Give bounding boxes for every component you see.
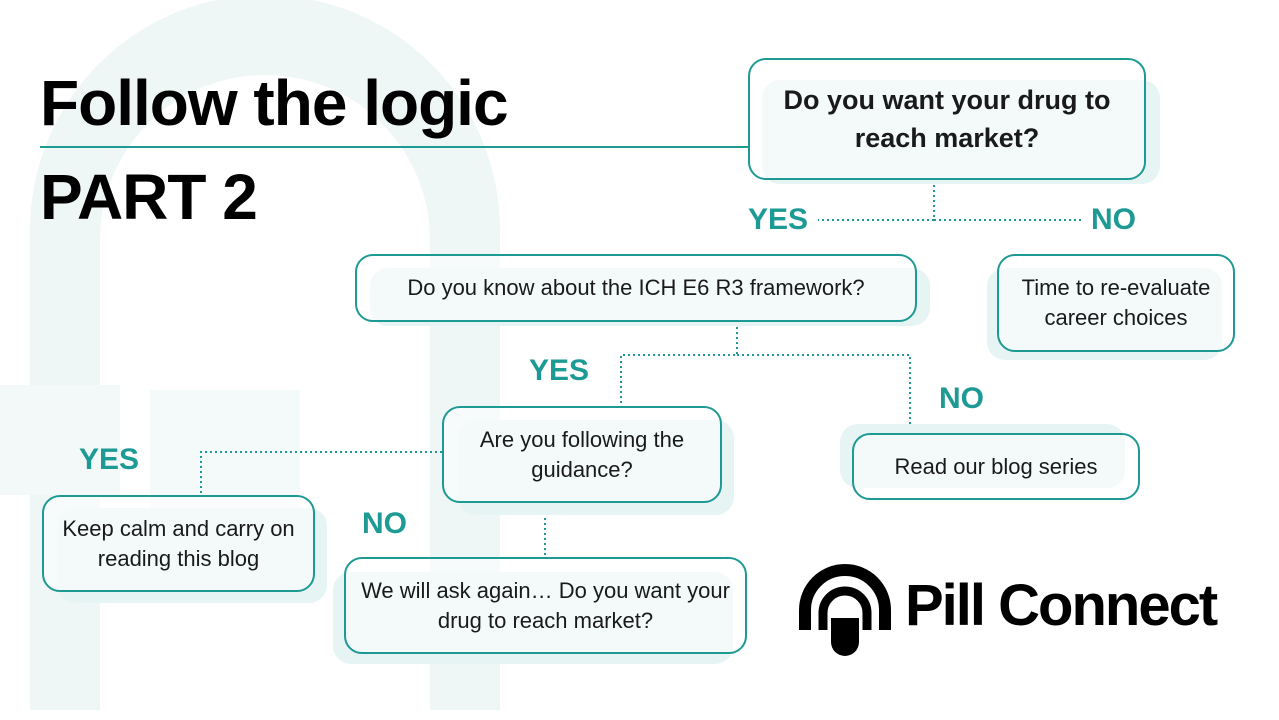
pill-arch-icon — [799, 564, 891, 656]
connector-guidance-yes — [200, 451, 442, 495]
answer-read-blog-series: Read our blog series — [852, 433, 1140, 500]
question-reach-market: Do you want your drug to reach market? — [748, 58, 1146, 180]
background-block-shape — [0, 385, 120, 495]
label-ich-no: NO — [939, 382, 984, 415]
answer-keep-calm: Keep calm and carry on reading this blog — [42, 495, 315, 592]
page-subtitle: PART 2 — [40, 161, 258, 233]
answer-ask-again: We will ask again… Do you want your drug… — [344, 557, 747, 654]
brand-name: Pill Connect — [905, 573, 1218, 638]
label-market-yes: YES — [748, 203, 809, 236]
question-following-guidance: Are you following the guidance? — [442, 406, 722, 503]
label-market-no: NO — [1091, 203, 1136, 236]
label-guidance-yes: YES — [79, 443, 140, 476]
answer-career-choices: Time to re-evaluate career choices — [997, 254, 1235, 352]
label-guidance-no: NO — [362, 507, 407, 540]
connector-ich-no — [737, 354, 911, 433]
connector-ich-branch — [620, 322, 738, 406]
label-ich-yes: YES — [529, 354, 590, 387]
page-title: Follow the logic — [40, 67, 509, 139]
question-ich-framework: Do you know about the ICH E6 R3 framewor… — [355, 254, 917, 322]
